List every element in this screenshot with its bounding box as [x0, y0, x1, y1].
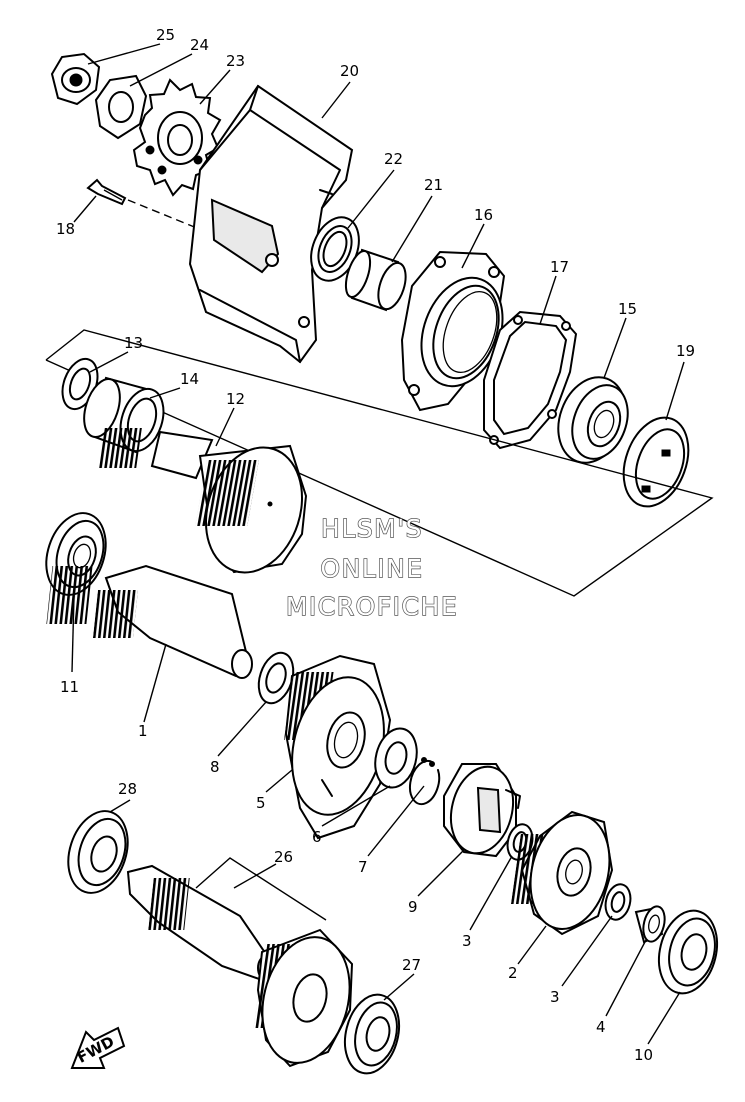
- leader-lines: [71, 43, 685, 1045]
- part-26-countershaft: [126, 864, 354, 1068]
- watermark-line-3: MICROFICHE: [286, 592, 458, 621]
- callout-10: 10: [634, 1046, 653, 1064]
- part-3-washer-lower: [604, 883, 632, 921]
- watermark-line-2: ONLINE: [320, 554, 423, 583]
- part-28-bearing: [67, 810, 129, 894]
- callout-19: 19: [676, 342, 695, 360]
- callout-1: 1: [138, 722, 148, 740]
- part-18-bolt: [86, 178, 127, 206]
- part-20-case-cover: [188, 84, 354, 364]
- part-21-collar: [344, 248, 407, 312]
- part-25-nut: [50, 52, 101, 106]
- callout-21: 21: [424, 176, 443, 194]
- part-10-bearing: [657, 909, 719, 995]
- part-2-gear: [510, 810, 614, 936]
- callout-12: 12: [226, 390, 245, 408]
- part-17-gasket: [483, 310, 578, 450]
- callout-7: 7: [358, 858, 368, 876]
- callout-27: 27: [402, 956, 421, 974]
- callout-26: 26: [274, 848, 293, 866]
- part-23-drive-sprocket: [132, 78, 222, 197]
- callout-14: 14: [180, 370, 199, 388]
- part-22-oil-seal: [310, 216, 360, 282]
- part-8-washer: [257, 651, 295, 705]
- callout-6: 6: [312, 828, 322, 846]
- part-4-bushing: [634, 905, 666, 944]
- callout-11: 11: [60, 678, 79, 696]
- callout-labels: 25 24 23 20 22 21 18 16 17 13 14 12 15 1…: [56, 26, 695, 1064]
- callout-2: 2: [508, 964, 518, 982]
- part-24-lock-washer: [94, 74, 148, 140]
- fwd-arrow-icon: FWD: [70, 1026, 126, 1069]
- callout-25: 25: [156, 26, 175, 44]
- part-9-dog-clutch: [443, 763, 521, 858]
- callout-15: 15: [618, 300, 637, 318]
- callout-20: 20: [340, 62, 359, 80]
- callout-9: 9: [408, 898, 418, 916]
- callout-8: 8: [210, 758, 220, 776]
- part-27-bearing: [343, 993, 401, 1075]
- callout-24: 24: [190, 36, 209, 54]
- callout-22: 22: [384, 150, 403, 168]
- callout-13: 13: [124, 334, 143, 352]
- callout-17: 17: [550, 258, 569, 276]
- part-12-idler-gear: [98, 428, 308, 574]
- callout-5: 5: [256, 794, 266, 812]
- part-15-bearing: [557, 376, 629, 464]
- watermark: HLSM'S ONLINE MICROFICHE: [285, 513, 458, 621]
- part-1-main-shaft: [46, 564, 253, 679]
- part-16-bearing-housing: [400, 250, 506, 412]
- callout-28: 28: [118, 780, 137, 798]
- callout-16: 16: [474, 206, 493, 224]
- callout-4: 4: [596, 1018, 606, 1036]
- callout-3-lower: 3: [550, 988, 560, 1006]
- part-5-gear: [283, 654, 392, 840]
- watermark-line-1: HLSM'S: [321, 514, 423, 543]
- callout-23: 23: [226, 52, 245, 70]
- callout-18: 18: [56, 220, 75, 238]
- callout-3-upper: 3: [462, 932, 472, 950]
